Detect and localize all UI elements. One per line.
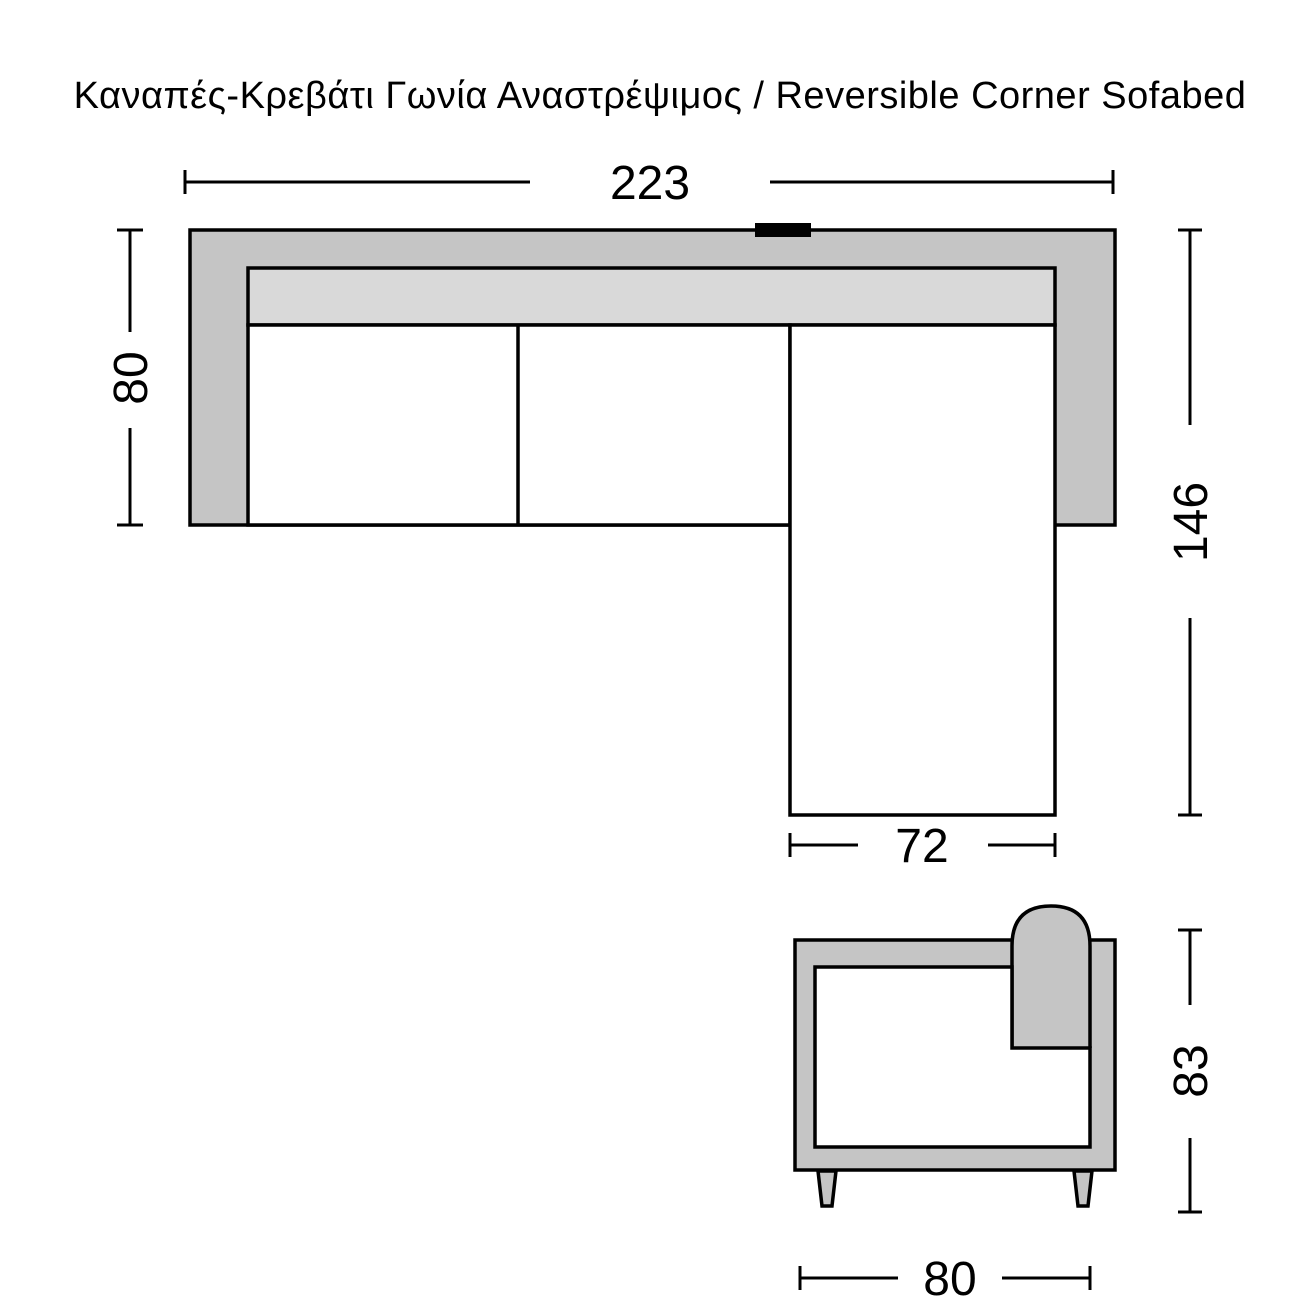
top-view-chaise-section xyxy=(788,323,1057,817)
dim-side-depth: 80 xyxy=(798,1253,1092,1300)
dim-right-length-label: 146 xyxy=(1165,482,1218,562)
top-view-hinge-notch xyxy=(755,223,811,237)
dim-side-depth-label: 80 xyxy=(923,1253,976,1300)
dim-top-width-label: 223 xyxy=(610,157,690,210)
dim-top-width: 223 xyxy=(183,157,1115,210)
side-view-seat-cutout xyxy=(813,965,1092,1149)
dim-chaise-width-label: 72 xyxy=(895,820,948,873)
diagram-title: Καναπές-Κρεβάτι Γωνία Αναστρέψιμος / Rev… xyxy=(74,75,1247,117)
dim-left-depth-label: 80 xyxy=(105,351,158,404)
top-view-backrest-cushion xyxy=(246,266,1057,327)
dim-side-height: 83 xyxy=(1165,928,1218,1214)
dim-right-length: 146 xyxy=(1165,228,1218,817)
dim-chaise-width: 72 xyxy=(788,820,1057,873)
side-view-backrest-hump xyxy=(1010,904,1092,1048)
side-view-back-leg xyxy=(1072,1169,1094,1208)
dim-left-depth: 80 xyxy=(105,228,158,527)
top-view-drawing xyxy=(188,223,1117,817)
dim-side-height-label: 83 xyxy=(1165,1044,1218,1097)
side-view-drawing xyxy=(793,904,1117,1208)
side-view-front-leg xyxy=(816,1169,838,1208)
